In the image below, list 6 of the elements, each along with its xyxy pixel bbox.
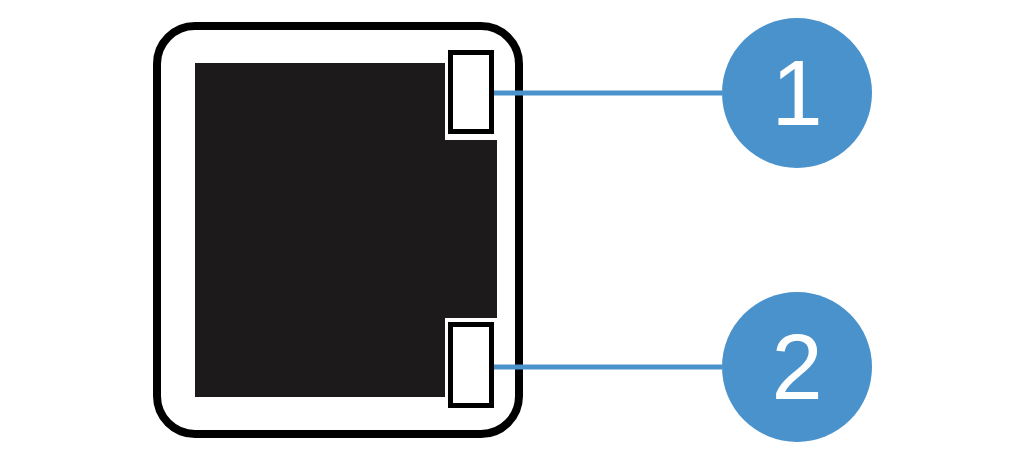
leader-line xyxy=(494,90,722,96)
indicator-light xyxy=(448,50,494,134)
callout-number: 1 xyxy=(722,18,872,168)
callout-number: 2 xyxy=(722,292,872,442)
indicator-light xyxy=(448,322,494,408)
leader-line xyxy=(494,364,722,370)
